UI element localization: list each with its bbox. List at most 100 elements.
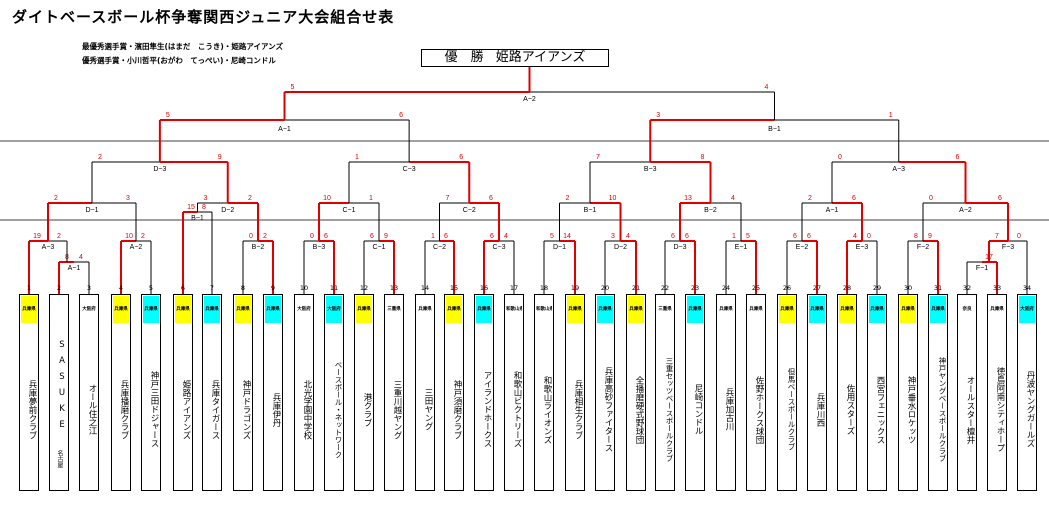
slot-number: 9 bbox=[270, 284, 276, 292]
match-label: F−3 bbox=[1002, 244, 1014, 251]
team-name: 神戸ドラゴンズ bbox=[241, 379, 251, 440]
slot-number: 24 bbox=[721, 284, 731, 292]
team-slot: 兵庫県佐野ホークス球団 bbox=[746, 294, 766, 491]
match-score: 4 bbox=[765, 84, 769, 91]
champion-label: 優 勝 bbox=[444, 50, 484, 65]
match-score: 0 bbox=[929, 195, 933, 202]
slot-number: 26 bbox=[782, 284, 792, 292]
match-score: 1 bbox=[369, 195, 373, 202]
match-label: C−2 bbox=[463, 207, 476, 214]
region-badge bbox=[51, 296, 67, 323]
team-name: 兵庫高砂ファイタース bbox=[603, 367, 613, 452]
match-score: 6 bbox=[459, 154, 463, 161]
match-score: 7 bbox=[596, 154, 600, 161]
slot-number: 21 bbox=[631, 284, 641, 292]
match-score: 4 bbox=[731, 195, 735, 202]
match-score: 6 bbox=[671, 233, 675, 240]
match-score: 6 bbox=[998, 195, 1002, 202]
match-score: 6 bbox=[807, 233, 811, 240]
team-slot: 兵庫県神戸須磨クラブ bbox=[444, 294, 464, 491]
team-name: 三重川越ヤング bbox=[392, 379, 402, 440]
team-name: 全播磨硬式野球団 bbox=[634, 375, 644, 444]
team-name: 徳島阿南シティホープ bbox=[995, 367, 1005, 452]
match-score: 6 bbox=[793, 233, 797, 240]
match-score: 1 bbox=[889, 112, 893, 119]
slot-number: 4 bbox=[118, 284, 124, 292]
match-score: 1 bbox=[431, 233, 435, 240]
match-score: 14 bbox=[563, 233, 571, 240]
region-badge: 大阪府 bbox=[296, 296, 312, 323]
match-score: 2 bbox=[566, 195, 570, 202]
match-label: B−1 bbox=[768, 126, 781, 133]
match-label: D−2 bbox=[614, 244, 627, 251]
slot-number: 25 bbox=[751, 284, 761, 292]
slot-number: 2 bbox=[56, 284, 62, 292]
team-name: 丹波ヤングガールズ bbox=[1025, 371, 1035, 448]
region-badge: 兵庫県 bbox=[989, 296, 1005, 323]
slot-number: 11 bbox=[329, 284, 339, 292]
region-badge: 兵庫県 bbox=[597, 296, 613, 323]
team-slot: 兵庫県兵庫相生クラブ bbox=[565, 294, 585, 491]
region-badge: 兵庫県 bbox=[143, 296, 159, 323]
region-badge: 大阪府 bbox=[326, 296, 342, 323]
team-name: 兵庫タイガース bbox=[210, 379, 220, 440]
team-slot: 兵庫県兵庫伊丹 bbox=[263, 294, 283, 491]
match-score: 0 bbox=[867, 233, 871, 240]
champion-box: 優 勝 姫路アイアンズ bbox=[421, 49, 609, 67]
match-score: 3 bbox=[611, 233, 615, 240]
match-label: A−2 bbox=[959, 207, 972, 214]
slot-number: 17 bbox=[509, 284, 519, 292]
match-score: 0 bbox=[1017, 233, 1021, 240]
team-slot: 兵庫県神戸ヤングベースボールクラブ bbox=[928, 294, 948, 491]
match-score: 0 bbox=[310, 233, 314, 240]
region-badge: 奈良 bbox=[959, 296, 975, 323]
match-label: C−1 bbox=[372, 244, 385, 251]
team-slot: 兵庫県兵庫加古川 bbox=[716, 294, 736, 491]
match-score: 2 bbox=[248, 195, 252, 202]
region-badge: 兵庫県 bbox=[265, 296, 281, 323]
team-name: 兵庫伊丹 bbox=[271, 392, 281, 427]
team-slot: 兵庫県神戸三田ドジャース bbox=[141, 294, 161, 491]
slot-number: 27 bbox=[812, 284, 822, 292]
match-score: 19 bbox=[33, 233, 41, 240]
team-name: 兵庫播磨クラブ bbox=[119, 379, 129, 440]
mvp-award-text: 最優秀選手賞・濱田隼生(はまだ こうき)・姫路アイアンズ bbox=[82, 42, 284, 51]
team-slot: 兵庫県西宮フェニックス bbox=[867, 294, 887, 491]
region-badge: 大阪府 bbox=[81, 296, 97, 323]
team-name: ベースボール・ネットワーク bbox=[334, 360, 343, 459]
match-label: A−2 bbox=[523, 96, 536, 103]
match-label: A−2 bbox=[130, 244, 143, 251]
match-label: B−2 bbox=[704, 207, 717, 214]
region-badge: 兵庫県 bbox=[476, 296, 492, 323]
team-name: アイランドホークス bbox=[482, 371, 492, 448]
slot-number: 14 bbox=[420, 284, 430, 292]
match-score: 5 bbox=[746, 233, 750, 240]
match-label: B−1 bbox=[584, 207, 597, 214]
team-slot: 和歌山県和歌山ライオンズ bbox=[534, 294, 554, 491]
match-score: 8 bbox=[701, 154, 705, 161]
team-name: 佐野ホークス球団 bbox=[754, 375, 764, 444]
match-score: 5 bbox=[550, 233, 554, 240]
team-slot: 大阪府ベースボール・ネットワーク bbox=[324, 294, 344, 491]
match-score: 10 bbox=[323, 195, 331, 202]
match-score: 0 bbox=[838, 154, 842, 161]
team-name: 北光学園中学校 bbox=[302, 379, 312, 440]
slot-number: 22 bbox=[660, 284, 670, 292]
match-label: B−1 bbox=[191, 215, 204, 222]
match-score: 4 bbox=[504, 233, 508, 240]
match-label: D−3 bbox=[153, 166, 166, 173]
match-score: 15 bbox=[187, 204, 195, 211]
match-score: 13 bbox=[684, 195, 692, 202]
region-badge: 兵庫県 bbox=[687, 296, 703, 323]
match-score: 6 bbox=[444, 233, 448, 240]
team-slot: 兵庫県港クラブ bbox=[354, 294, 374, 491]
match-label: D−2 bbox=[221, 207, 234, 214]
region-badge: 兵庫県 bbox=[567, 296, 583, 323]
team-slot: 大阪府北光学園中学校 bbox=[294, 294, 314, 491]
team-name: 和歌山ライオンズ bbox=[542, 375, 552, 444]
match-label: F−2 bbox=[917, 244, 929, 251]
match-score: 10 bbox=[125, 233, 133, 240]
region-badge: 兵庫県 bbox=[446, 296, 462, 323]
slot-number: 29 bbox=[872, 284, 882, 292]
match-score: 6 bbox=[685, 233, 689, 240]
